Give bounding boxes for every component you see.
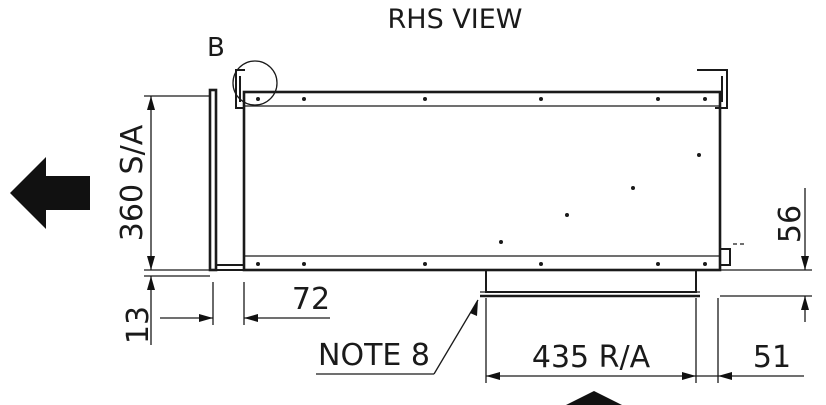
- note-8-text: NOTE 8: [318, 338, 430, 373]
- dim-return-width-text: 435 R/A: [532, 340, 651, 375]
- dim-return-offset: 51: [696, 298, 804, 383]
- dim-flange-offset: 72: [160, 282, 330, 325]
- detail-b-label: B: [207, 33, 225, 63]
- hanging-bracket-left: [235, 69, 245, 109]
- dim-return-width: 435 R/A: [485, 298, 697, 383]
- dim-spigot-height: 56: [720, 188, 812, 322]
- note-8-leader: NOTE 8: [316, 299, 479, 375]
- hanging-bracket-right: [697, 69, 728, 109]
- dim-spigot-height-text: 56: [773, 205, 808, 243]
- unit-body: [242, 90, 722, 272]
- view-title: RHS VIEW: [388, 4, 523, 35]
- dim-height-supply-text: 360 S/A: [115, 124, 150, 241]
- dim-flange-thickness: 13: [121, 275, 210, 345]
- side-connection: [719, 243, 745, 266]
- dim-height-supply: 360 S/A: [115, 95, 210, 271]
- arrow-up-icon: [566, 391, 622, 405]
- supply-flange: [208, 88, 244, 272]
- detail-b-circle: [232, 60, 278, 106]
- dim-flange-thickness-text: 13: [121, 306, 156, 344]
- arrow-left-icon: [10, 157, 90, 229]
- return-spigot: [480, 269, 700, 298]
- dim-return-offset-text: 51: [753, 340, 791, 375]
- dim-flange-offset-text: 72: [292, 282, 330, 317]
